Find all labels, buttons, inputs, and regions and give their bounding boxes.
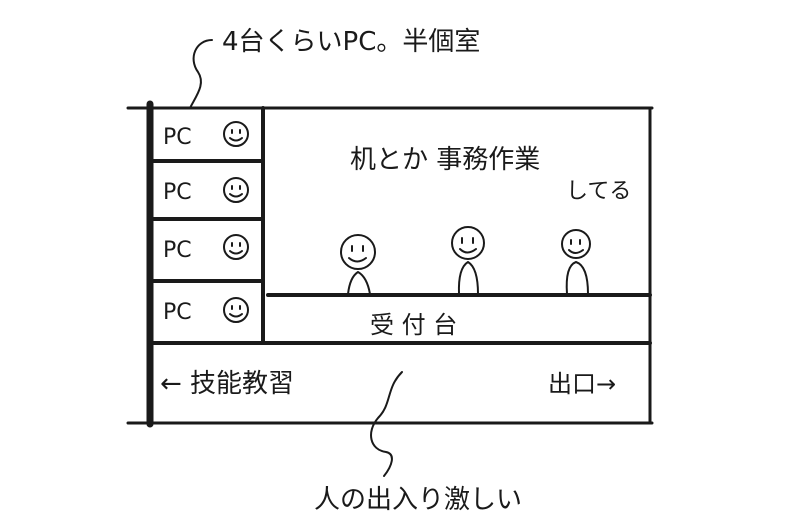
smiley-icon [223,234,249,260]
bottom-note: 人の出入り激しい [314,485,522,515]
pc-booth-4: PC [163,297,249,325]
outer-walls [126,100,654,428]
corridor-left-label: ← 技能教習 [160,369,294,399]
smiley-icon [223,177,249,203]
staff-person-1 [340,234,376,295]
office-work-note-line2: してる [566,179,631,204]
reception-counter-label: 受 付 台 [370,311,457,339]
bottom-note-leader [370,371,403,477]
pc-label: PC [163,238,192,263]
reception-counter: 受 付 台 [148,293,652,345]
pc-booth-2: PC [163,177,249,205]
pc-booth-partitions [148,106,265,345]
smiley-icon [223,121,249,147]
pc-booth-3: PC [163,234,249,263]
pc-label: PC [163,300,192,325]
staff-person-3 [561,229,591,295]
office-work-note-line1: 机とか 事務作業 [350,145,540,175]
staff-person-2 [451,226,485,295]
smiley-icon [223,297,249,323]
top-note: 4台くらいPC。半個室 [222,27,480,57]
pc-booth-1: PC [163,121,249,150]
corridor-exit-label: 出口→ [548,370,616,398]
pc-label: PC [163,125,192,150]
top-note-leader [189,39,213,109]
pc-label: PC [163,180,192,205]
